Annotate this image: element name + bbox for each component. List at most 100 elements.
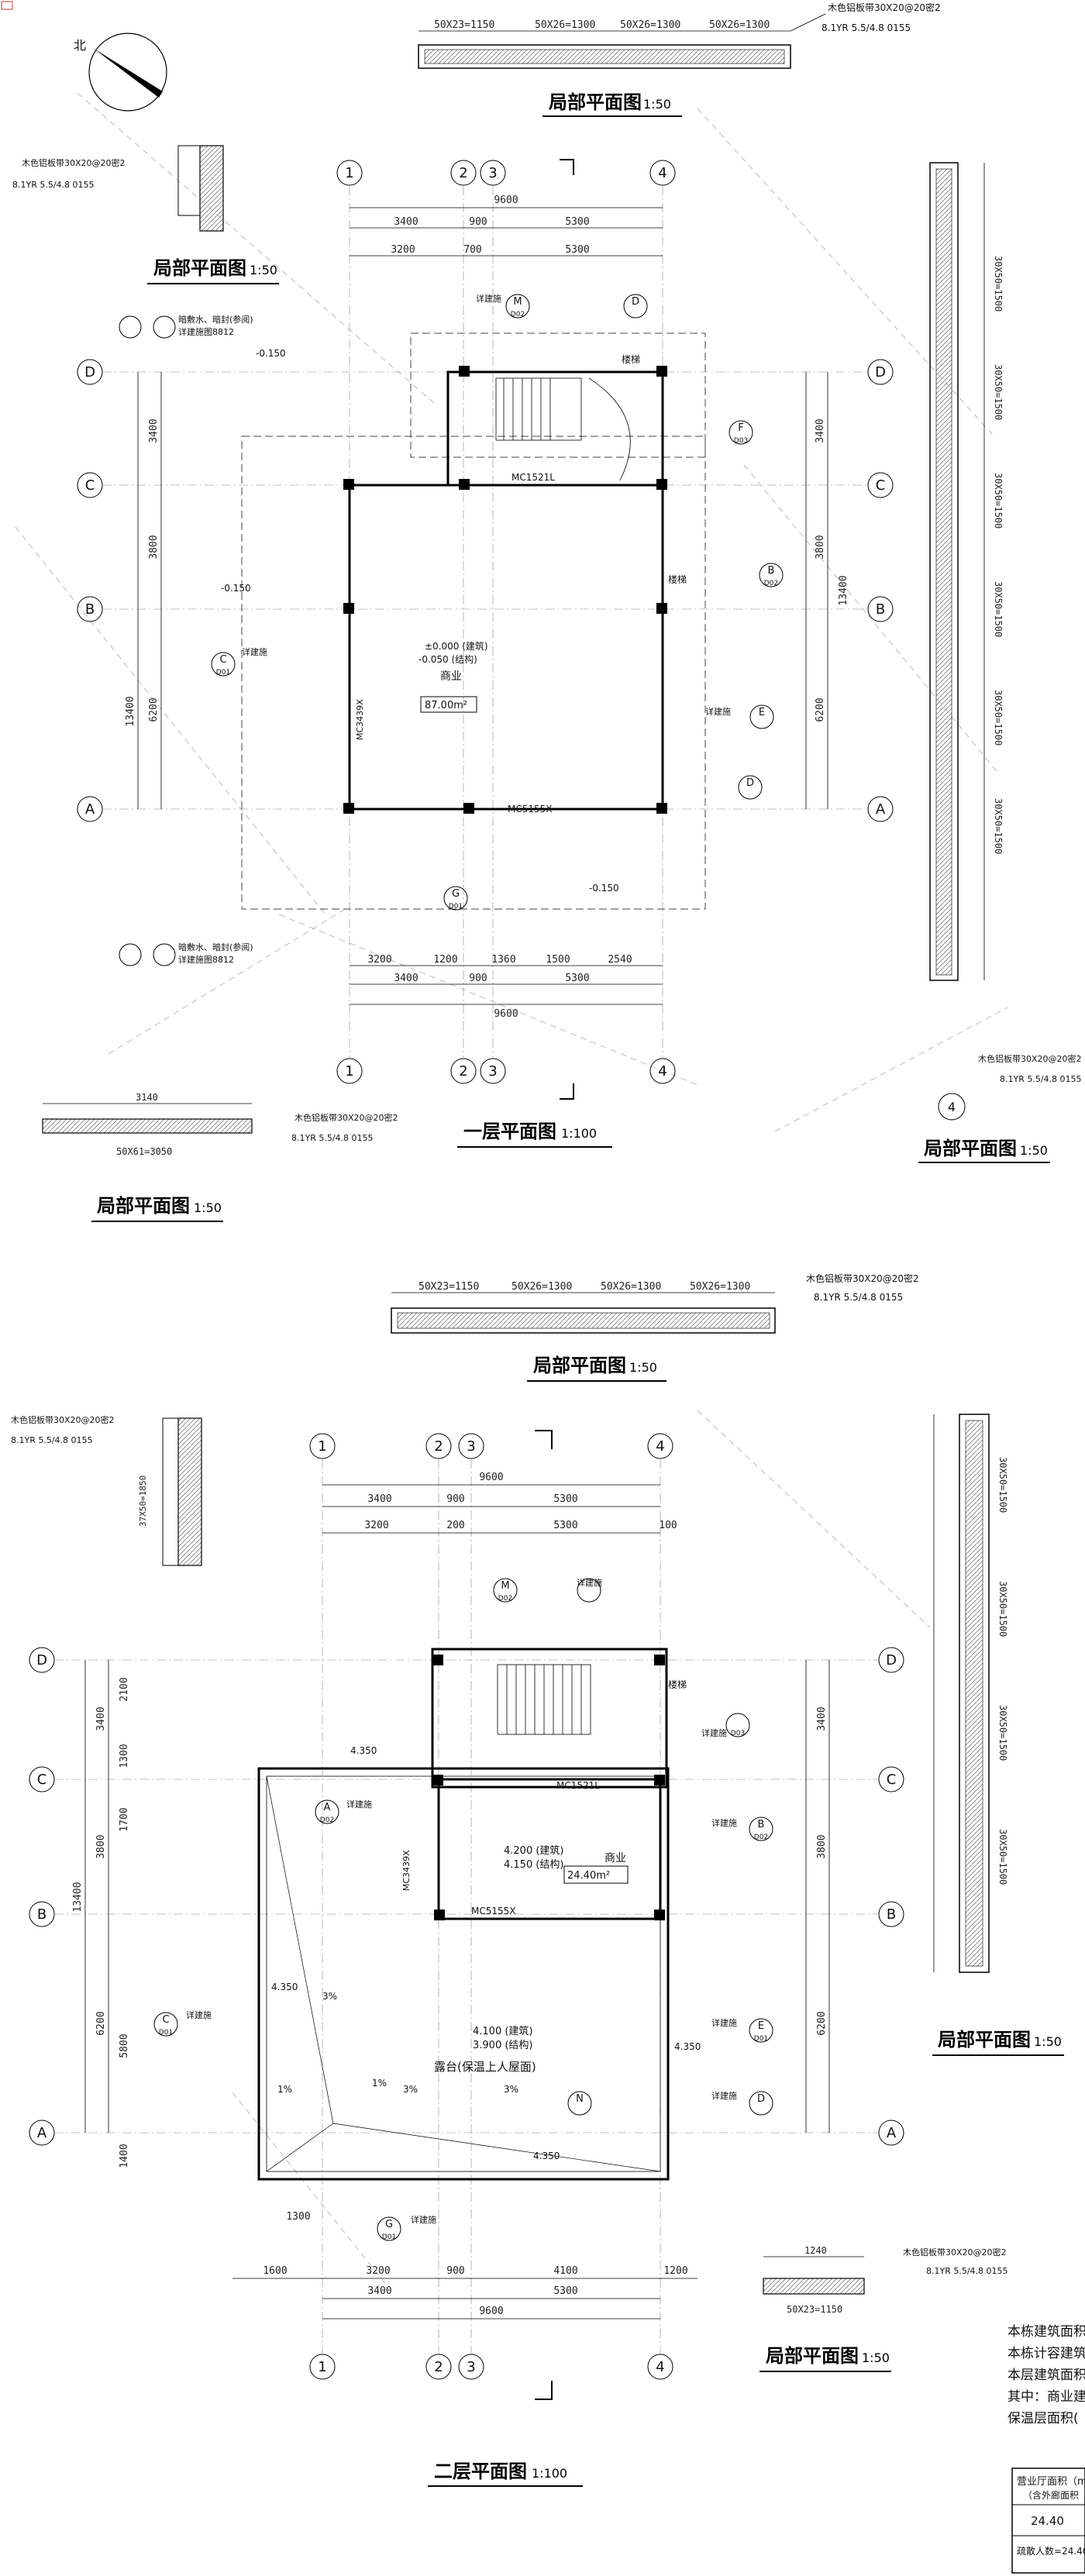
f2-dim-3400v: 3400 [95, 1706, 107, 1731]
title-detail-right: 局部平面图 [924, 1138, 1017, 1159]
f1-ref-F: F [738, 422, 743, 434]
note-wood-left: 木色铝板带30X20@20密2 [22, 157, 126, 168]
f2-room-shop: 商业 [604, 1852, 626, 1865]
f2-dim-1200: 1200 [663, 2265, 687, 2277]
title-floor1: 一层平面图 [463, 1121, 556, 1142]
f1-lvl-top: -0.150 [256, 348, 286, 359]
f1-dim-900: 900 [469, 216, 487, 228]
dim-r4: 30X50=1500 [993, 581, 1004, 637]
f2-area: 24.40m² [567, 1870, 610, 1882]
f1-el1: ±0.000 (建筑) [425, 640, 488, 652]
f2-ref-M-sheet: D02 [498, 1595, 512, 1603]
summary-th2: （含外廊面积 [1023, 2489, 1079, 2501]
f2-dim-200: 200 [446, 1520, 464, 1531]
f1-ref-E: E [759, 707, 765, 718]
dim-seg6: 37X50=1850 [138, 1476, 148, 1527]
f2-axis-D-left: D [36, 1652, 47, 1669]
f2-axis-4-top: 4 [656, 1438, 664, 1455]
f2-axis-2-top: 2 [434, 1438, 443, 1455]
f2-lvl-d: 4.350 [533, 2151, 560, 2161]
f2-dim-1700: 1700 [119, 1807, 130, 1831]
f2-ref-C-sheet: D01 [159, 2029, 173, 2037]
dim-r2: 30X50=1500 [993, 364, 1004, 420]
title-detail-rm: 局部平面图 [938, 2029, 1031, 2051]
note-spec-mid: 8.1YR 5.5/4.8 0155 [814, 1292, 903, 1303]
title-detail-lb1: 局部平面图 [97, 1195, 190, 1217]
f1-door-mc1521: MC1521L [512, 472, 555, 483]
f2-slope-l: 3% [403, 2084, 418, 2095]
summary-tv: 24.40 [1031, 2514, 1064, 2528]
f1-dim-700: 700 [463, 244, 481, 256]
f1-dim-3800r: 3800 [815, 535, 826, 559]
f2-ref-F-sheet: D03 [731, 1730, 745, 1737]
f2-axis-B-right: B [887, 1906, 896, 1923]
f2-el3: 4.200 (建筑) [504, 1844, 564, 1857]
scale-detail-mid: 1:50 [629, 1360, 657, 1375]
f2-ref-B-sheet: D02 [754, 1834, 768, 1841]
f1-dim-6200r: 6200 [815, 697, 826, 721]
f2-slope-c: 3% [504, 2084, 518, 2095]
f1-dim-b900: 900 [469, 973, 487, 984]
detail-right-tall: 30X50=1500 30X50=1500 30X50=1500 30X50=1… [929, 162, 1082, 1121]
note-wood-lb1: 木色铝板带30X20@20密2 [294, 1112, 398, 1123]
detail-left-bottom1: 3140 50X61=3050 木色铝板带30X20@20密2 8.1YR 5.… [42, 1092, 398, 1157]
f2-el4: 4.150 (结构) [504, 1859, 564, 1871]
note-wood-mid: 木色铝板带30X20@20密2 [806, 1273, 919, 1284]
dim-mid-seg2a: 50X26=1300 [512, 1281, 572, 1293]
f1-lvl-left: -0.150 [221, 583, 251, 594]
floor2-plan: 1 2 3 4 1 2 3 4 D C B A D C B A [29, 1430, 904, 2400]
detail-right-bottom: 1240 50X23=1150 木色铝板带30X20@20密2 8.1YR 5.… [763, 2245, 1008, 2315]
f1-ref-C: C [219, 654, 226, 666]
dim-rm1: 30X50=1500 [997, 1457, 1008, 1513]
f2-ref-G-sheet: D01 [382, 2233, 396, 2241]
f1-lvl: -0.150 [589, 883, 619, 894]
summary-l1: 本栋建筑面积 [1008, 2324, 1085, 2340]
scale-detail-top: 1:50 [643, 97, 671, 112]
f2-el6: 3.900 (结构) [473, 2040, 533, 2051]
detail-left-mid: 37X50=1850 木色铝板带30X20@20密2 8.1YR 5.5/4.8… [11, 1414, 202, 1566]
axis-B-right: B [876, 601, 885, 618]
f2-note-detail6: 详建施 [711, 2090, 737, 2101]
detail-strip-top: 50X23=1150 50X26=1300 50X26=1300 50X26=1… [418, 2, 941, 69]
note-wood-top: 木色铝板带30X20@20密2 [828, 2, 941, 13]
f1-ref-B-sheet: D02 [764, 580, 778, 587]
f2-dim-1600: 1600 [263, 2265, 287, 2277]
f1-dim-3200: 3200 [391, 244, 415, 256]
dim-mid-seg2c: 50X26=1300 [690, 1281, 750, 1293]
f2-note-detail1: 详建施 [577, 1577, 602, 1588]
f2-axis-1-top: 1 [318, 1438, 326, 1455]
title-detail-mid: 局部平面图 [533, 1355, 626, 1376]
area-summary: 本栋建筑面积 本栋计容建筑 本层建筑面积 其中：商业建 保温层面积( [1008, 2324, 1085, 2426]
axis-3-bottom: 3 [488, 1063, 497, 1080]
axis-A-right: A [876, 801, 886, 818]
f2-slope-t: 3% [322, 1991, 337, 2002]
f2-dim-100: 100 [659, 1520, 677, 1531]
f2-note-detail8: 详建施 [701, 1727, 727, 1738]
f1-dim-3400: 3400 [394, 216, 418, 228]
f2-dim-3800v: 3800 [95, 1834, 107, 1858]
f2-dim-5300b: 5300 [553, 1520, 577, 1531]
f2-door-mc1521: MC1521L [556, 1780, 600, 1791]
f2-dim-9600: 9600 [479, 1472, 503, 1483]
axis-1-bottom: 1 [345, 1063, 353, 1080]
f2-door-mc3439: MC3439X [401, 1850, 412, 1891]
f2-el5: 4.100 (建筑) [473, 2025, 533, 2037]
f2-ref-N: N [576, 2093, 584, 2105]
f2-dim-6200r: 6200 [816, 2011, 828, 2035]
f2-axis-B-left: B [37, 1906, 46, 1923]
site-context-lines [15, 92, 1008, 2287]
title-detail-left: 局部平面图 [153, 257, 246, 279]
f2-note-detail3: 详建施 [711, 1817, 737, 1828]
scale-detail-left: 1:50 [250, 263, 277, 277]
f2-note-detail5: 详建施 [711, 2017, 737, 2028]
f1-dim-13400r: 13400 [838, 575, 849, 605]
axis-4-top: 4 [658, 165, 666, 181]
f2-dim-5800: 5800 [119, 2034, 130, 2058]
dim-rm4: 30X50=1500 [997, 1829, 1008, 1885]
f1-dim-b5300: 5300 [565, 973, 589, 984]
dim-1240: 1240 [804, 2245, 827, 2256]
axis-2-top: 2 [459, 165, 467, 181]
f1-ref-K: D [632, 296, 639, 308]
f2-note-detail2: 详建施 [346, 1799, 372, 1810]
note-spec-left: 8.1YR 5.5/4.8 0155 [12, 180, 95, 190]
